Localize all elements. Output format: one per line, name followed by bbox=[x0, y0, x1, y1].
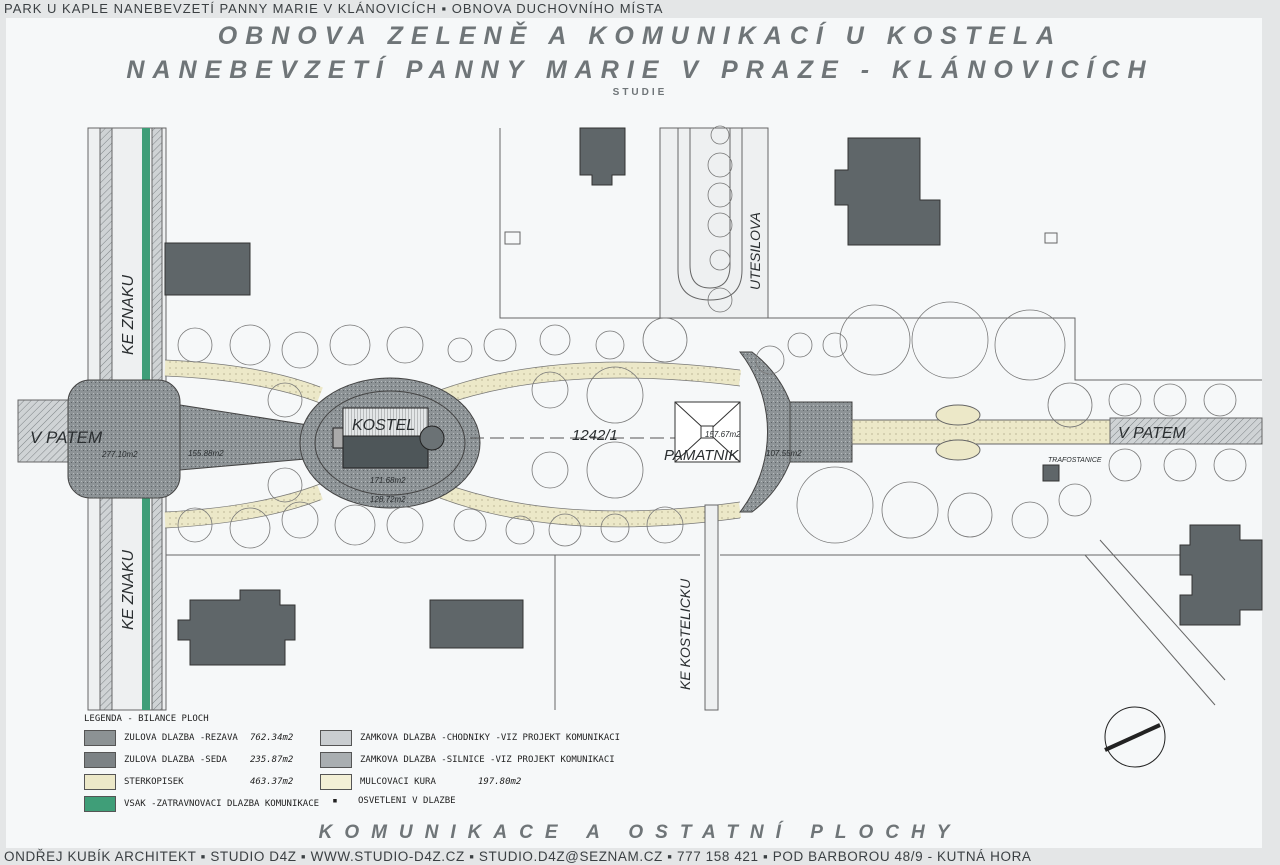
light-dot-icon: ▪ bbox=[332, 796, 338, 806]
legend-label: ZAMKOVA DLAZBA -SILNICE -VIZ PROJEKT KOM… bbox=[360, 755, 615, 765]
legend-label: OSVETLENI V DLAZBE bbox=[358, 796, 456, 806]
legend-item: ZAMKOVA DLAZBA -CHODNIKY -VIZ PROJEKT KO… bbox=[320, 730, 620, 746]
church-forecourt-inner-ring bbox=[314, 390, 466, 496]
legend-swatch bbox=[320, 752, 352, 768]
section-title: KOMUNIKACE A OSTATNÍ PLOCHY bbox=[318, 822, 962, 843]
legend-label: STERKOPISEK bbox=[124, 777, 184, 787]
legend-item: ZAMKOVA DLAZBA -SILNICE -VIZ PROJEKT KOM… bbox=[320, 752, 615, 768]
area-kostel-inner: 171.68m2 bbox=[370, 476, 406, 485]
property-lines bbox=[165, 128, 1262, 710]
memorial-arc-paving bbox=[738, 351, 791, 513]
north-arrow-icon bbox=[1104, 706, 1166, 768]
church-apse bbox=[419, 425, 445, 451]
legend-label: ZULOVA DLAZBA -SEDA bbox=[124, 755, 227, 765]
title-line-2: NANEBEVZETÍ PANNY MARIE V PRAZE - KLÁNOV… bbox=[126, 56, 1154, 84]
legend-value: 762.34m2 bbox=[250, 733, 294, 743]
street-label-ke-znaku-top: KE ZNAKU bbox=[120, 275, 137, 355]
label-kostel: KOSTEL bbox=[352, 417, 415, 434]
subtitle: STUDIE bbox=[612, 87, 668, 98]
legend-item: ZULOVA DLAZBA -REZAVA 762.34m2 bbox=[84, 730, 293, 746]
legend-item: STERKOPISEK 463.37m2 bbox=[84, 774, 293, 790]
road-ke-kostelicku bbox=[704, 504, 719, 711]
bench-area bbox=[935, 404, 981, 426]
road-utesilova bbox=[659, 127, 769, 319]
buildings bbox=[164, 127, 1263, 666]
credits-strip: ONDŘEJ KUBÍK ARCHITEKT ▪ STUDIO D4Z ▪ WW… bbox=[4, 849, 1032, 864]
legend-value: 463.37m2 bbox=[250, 777, 294, 787]
legend-label: ZULOVA DLAZBA -REZAVA bbox=[124, 733, 238, 743]
area-pamatnik: 157.67m2 bbox=[705, 430, 741, 439]
legend-value: 235.87m2 bbox=[250, 755, 294, 765]
label-parcel: 1242/1 bbox=[572, 427, 618, 444]
legend-swatch bbox=[320, 774, 352, 790]
church-porch bbox=[332, 427, 344, 449]
legend-item: ▪ OSVETLENI V DLAZBE bbox=[320, 796, 456, 806]
title-line-1: OBNOVA ZELENĚ A KOMUNIKACÍ U KOSTELA bbox=[217, 22, 1063, 50]
area-path: 155.88m2 bbox=[188, 449, 224, 458]
legend-swatch bbox=[84, 730, 116, 746]
legend-item: MULCOVACI KURA 197.80m2 bbox=[320, 774, 521, 790]
legend-item: ZULOVA DLAZBA -SEDA 235.87m2 bbox=[84, 752, 293, 768]
legend-swatch bbox=[84, 796, 116, 812]
legend-item: VSAK -ZATRAVNOVACI DLAZBA KOMUNIKACE bbox=[84, 796, 319, 812]
memorial-square-paving bbox=[789, 401, 853, 463]
street-label-ke-znaku-bottom: KE ZNAKU bbox=[120, 550, 137, 630]
street-label-utesilova: UTESILOVA bbox=[747, 212, 763, 290]
street-label-v-patem-right: V PATEM bbox=[1118, 425, 1187, 442]
area-crossing: 277.10m2 bbox=[101, 450, 138, 459]
church-roof bbox=[342, 407, 429, 437]
legend-title: LEGENDA - BILANCE PLOCH bbox=[84, 714, 209, 724]
legend-swatch bbox=[84, 774, 116, 790]
memorial-center bbox=[700, 425, 714, 439]
street-label-ke-kostelicku: KE KOSTELICKU bbox=[677, 578, 693, 690]
legend-label: ZAMKOVA DLAZBA -CHODNIKY -VIZ PROJEKT KO… bbox=[360, 733, 621, 743]
legend-swatch bbox=[320, 730, 352, 746]
gravel-path-edges bbox=[164, 359, 741, 529]
area-arc: 107.55m2 bbox=[766, 449, 802, 458]
church-building bbox=[342, 435, 429, 469]
road-v-patem-right bbox=[1109, 417, 1263, 445]
street-label-v-patem-left: V PATEM bbox=[30, 428, 103, 447]
project-strip: PARK U KAPLE NANEBEVZETÍ PANNY MARIE V K… bbox=[4, 1, 664, 16]
trees bbox=[177, 125, 1247, 549]
area-kostel-outer: 128.72m2 bbox=[370, 495, 406, 504]
legend-swatch bbox=[84, 752, 116, 768]
label-pamatnik: PAMATNIK bbox=[664, 447, 739, 464]
legend-label: VSAK -ZATRAVNOVACI DLAZBA KOMUNIKACE bbox=[124, 799, 320, 809]
gravel-path-right bbox=[851, 419, 1111, 445]
legend-label: MULCOVACI KURA bbox=[360, 777, 436, 787]
label-trafostanice: TRAFOSTANICE bbox=[1048, 457, 1102, 464]
legend-value: 197.80m2 bbox=[478, 777, 522, 787]
bench-area bbox=[935, 439, 981, 461]
